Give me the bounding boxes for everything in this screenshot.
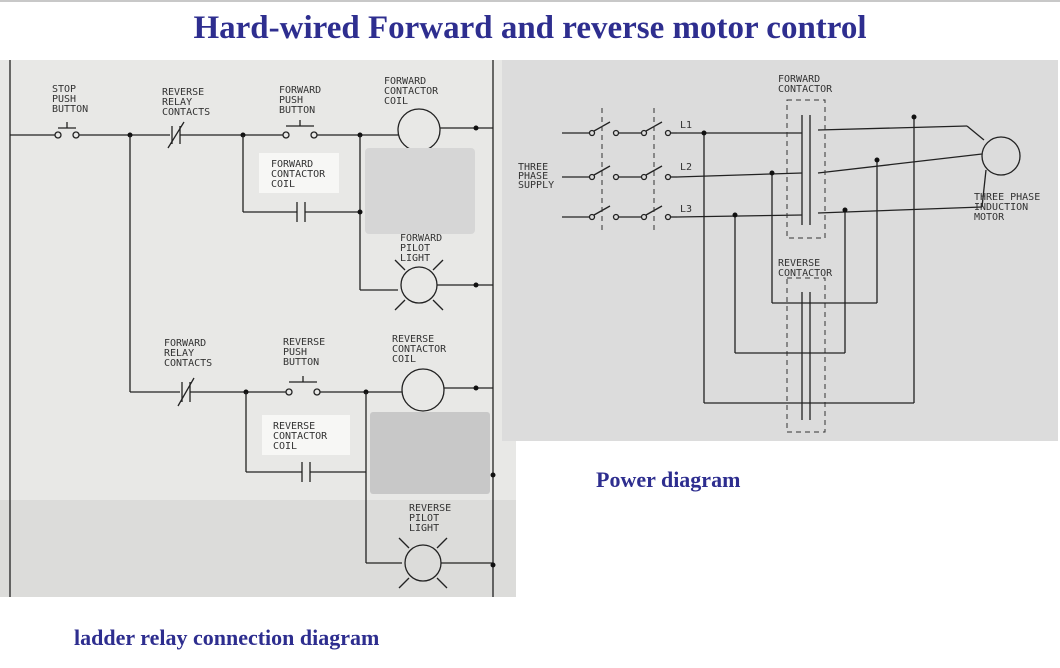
motor-label: THREE PHASE INDUCTION MOTOR <box>974 192 1046 223</box>
top-rule <box>0 0 1060 2</box>
line-l3-label: L3 <box>680 204 692 215</box>
stop-button-contact-left <box>54 131 62 139</box>
line-l1-label: L1 <box>680 120 692 131</box>
reverse-push-button-label: REVERSE PUSH BUTTON <box>283 337 331 368</box>
forward-push-button-label: FORWARD PUSH BUTTON <box>279 85 327 116</box>
reverse-holding-contact-label: REVERSE CONTACTOR COIL <box>273 421 333 452</box>
forward-holding-label-bg <box>259 153 339 193</box>
reverse-contactor-coil-label: REVERSE CONTACTOR COIL <box>392 334 452 365</box>
forward-relay-contacts-label: FORWARD RELAY CONTACTS <box>164 338 212 369</box>
ladder-diagram: STOP PUSH BUTTON REVERSE RELAY CONTACTS … <box>0 60 516 597</box>
smudge-top <box>365 148 475 234</box>
motor-symbol <box>981 136 1021 176</box>
forward-contactor-label: FORWARD CONTACTOR <box>778 74 833 95</box>
ladder-diagram-caption: ladder relay connection diagram <box>74 625 380 650</box>
stop-push-button-label: STOP PUSH BUTTON <box>52 84 88 115</box>
power-diagram-caption: Power diagram <box>596 467 741 492</box>
forward-holding-contact-label: FORWARD CONTACTOR COIL <box>271 159 331 190</box>
forward-pilot-light-label: FORWARD PILOT LIGHT <box>400 233 448 264</box>
reverse-pilot-light-label: REVERSE PILOT LIGHT <box>409 503 457 534</box>
page-title: Hard-wired Forward and reverse motor con… <box>193 10 867 46</box>
disconnect-switch-l3 <box>562 205 677 221</box>
forward-contactor-box <box>786 99 826 239</box>
reverse-contactor-label: REVERSE CONTACTOR <box>778 258 833 279</box>
disconnect-switch-l2 <box>562 165 677 181</box>
forward-contactor-coil-label: FORWARD CONTACTOR COIL <box>384 76 444 107</box>
reverse-contactor-box <box>786 277 826 433</box>
reverse-contactor-coil-symbol <box>401 368 445 412</box>
ladder-diagram-photo: STOP PUSH BUTTON REVERSE RELAY CONTACTS … <box>0 60 516 597</box>
power-diagram: FORWARD CONTACTOR THREE PHASE SUPPLY L1 … <box>502 60 1058 441</box>
line-l2-label: L2 <box>680 162 692 173</box>
three-phase-supply-label: THREE PHASE SUPPLY <box>518 162 554 191</box>
power-diagram-photo: FORWARD CONTACTOR THREE PHASE SUPPLY L1 … <box>502 60 1058 441</box>
smudge-bottom <box>370 412 490 494</box>
reverse-holding-label-bg <box>262 415 350 455</box>
reverse-relay-contacts-label: REVERSE RELAY CONTACTS <box>162 87 210 118</box>
